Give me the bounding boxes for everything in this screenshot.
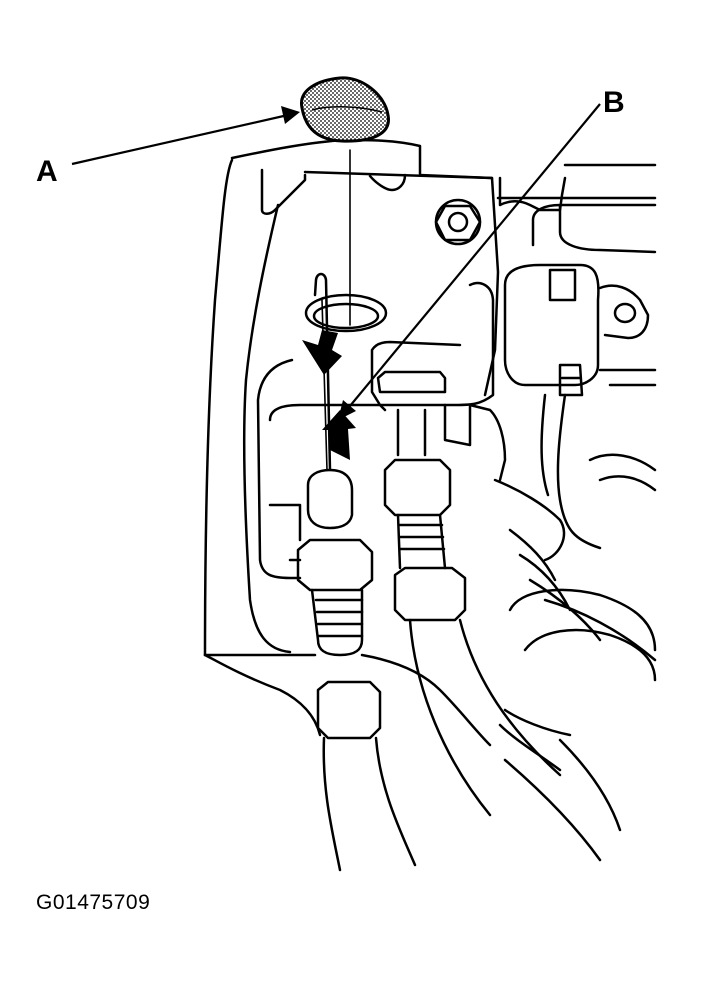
housing-left-panel (242, 203, 292, 654)
center-fitting-nut (383, 458, 452, 517)
filler-cap (300, 76, 390, 143)
filler-opening-inner (312, 302, 380, 330)
center-hose (408, 618, 562, 817)
leader-a (71, 106, 300, 166)
sensor-connector-body (503, 263, 600, 387)
dipstick-loop (313, 272, 332, 472)
left-fitting-threads (314, 598, 364, 638)
sensor-plug (558, 363, 584, 397)
ribbed-boot-cap (508, 588, 657, 682)
center-fitting-collar (393, 566, 467, 622)
center-fitting-tube (396, 408, 427, 457)
center-fitting-threads (398, 523, 446, 551)
engine-mid-bracket (468, 403, 507, 482)
filler-opening (304, 293, 388, 333)
right-mount-housing (598, 284, 650, 340)
filler-rim-top (230, 138, 494, 180)
insert-arrow-down (302, 330, 342, 375)
left-fitting-hex (296, 538, 374, 592)
callout-label-a: A (36, 155, 58, 188)
figure-code: G01475709 (36, 891, 151, 914)
left-fitting-sleeve (310, 588, 364, 657)
sensor-wire (556, 393, 602, 550)
bracket-b-clip (376, 370, 447, 394)
bracket-inner-step (268, 403, 387, 422)
ribbed-boot-lower (588, 453, 657, 492)
right-lower-hose (503, 738, 622, 862)
left-fitting-nut-upper (306, 468, 354, 530)
callout-label-b: B (603, 86, 625, 119)
ribbed-boot-outline (493, 478, 657, 662)
engine-mid-tab (443, 403, 472, 447)
center-fitting-sleeve (396, 513, 447, 570)
housing-outer-edge (203, 158, 234, 657)
lower-middle-housing (360, 653, 492, 747)
lower-left-housing (203, 503, 317, 657)
sensor-wire-2 (540, 393, 550, 497)
dipstick-shaft (321, 299, 328, 471)
bracket-b-body (370, 281, 495, 407)
lower-right-housing (498, 708, 572, 772)
left-hose (322, 736, 417, 872)
filler-rim-notch (368, 173, 407, 192)
housing-inner-edge (260, 168, 307, 215)
left-fitting-nut-lower (316, 680, 382, 740)
mounting-bolt (434, 198, 482, 246)
right-mount-lower (598, 368, 657, 387)
insert-arrow-up (322, 410, 356, 460)
engine-block-right (498, 176, 567, 212)
bracket-plate (303, 170, 500, 397)
lower-left-curve (203, 653, 322, 737)
bracket-inner-frame (256, 358, 302, 580)
sensor-connector-tab (548, 268, 577, 302)
engine-side-bracket (531, 203, 657, 254)
right-mount-boss (613, 302, 637, 324)
